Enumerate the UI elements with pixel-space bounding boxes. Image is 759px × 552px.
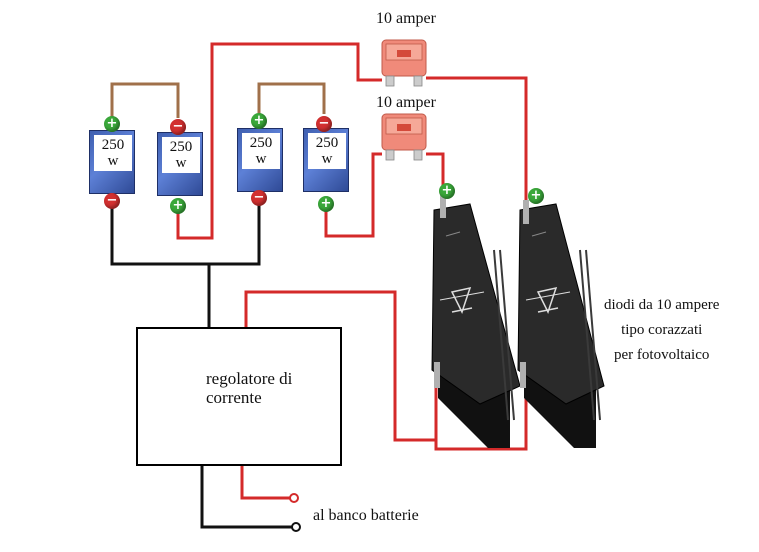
battery-positive-terminal [289, 493, 299, 503]
solar-panel-3-label: 250 w [242, 133, 280, 169]
solar-panel-1-power: 250 [101, 137, 125, 153]
jumper-wire-left-pair [110, 82, 180, 118]
diodes-caption-line-3: per fotovoltaico [614, 347, 710, 363]
panel-2-negative-terminal: − [170, 119, 186, 135]
panel-2-positive-terminal: + [170, 198, 186, 214]
fuse-1-label: 10 amper [376, 10, 436, 27]
solar-panel-2: 250 w [157, 132, 203, 196]
regulator-label-line-2: corrente [206, 388, 262, 407]
positive-wire-right-string-to-fuse-2 [324, 152, 382, 238]
diode-right-positive-terminal: + [528, 188, 544, 204]
battery-bank-label: al banco batterie [313, 507, 419, 524]
negative-wire-left-string [110, 205, 261, 266]
diode-output-to-regulator [244, 290, 436, 442]
diode-left-positive-terminal: + [439, 183, 455, 199]
diode-output-wire [434, 372, 528, 451]
panel-1-positive-terminal: + [104, 116, 120, 132]
negative-wire-to-battery [200, 466, 294, 529]
panel-4-positive-terminal: + [318, 196, 334, 212]
solar-panel-1-unit: w [107, 153, 119, 169]
regulator-label-line-1: regolatore di [206, 369, 293, 388]
solar-panel-3-power: 250 [249, 135, 273, 151]
diode-module-left [431, 192, 521, 448]
solar-panel-2-label: 250 w [162, 137, 200, 173]
diodes-caption-line-2: tipo corazzati [621, 322, 703, 338]
solar-panel-4-power: 250 [315, 135, 339, 151]
positive-wire-left-string-to-fuse-1 [176, 42, 382, 240]
solar-panel-3: 250 w [237, 128, 283, 192]
panel-3-positive-terminal: + [251, 113, 267, 129]
panel-1-negative-terminal: − [104, 193, 120, 209]
fuse-1 [381, 39, 427, 87]
solar-panel-2-power: 250 [169, 139, 193, 155]
wire-fuse-1-to-diode-right [426, 76, 528, 205]
fuse-2 [381, 113, 427, 161]
wire-fuse-2-to-diode-left [426, 152, 445, 192]
solar-panel-4-unit: w [321, 151, 333, 167]
solar-panel-4-label: 250 w [308, 133, 346, 169]
solar-panel-2-unit: w [175, 155, 187, 171]
diodes-caption-line-1: diodi da 10 ampere [604, 297, 720, 313]
jumper-wire-right-pair [257, 82, 326, 114]
panel-3-negative-terminal: − [251, 190, 267, 206]
positive-wire-to-battery [240, 466, 291, 500]
solar-panel-3-unit: w [255, 151, 267, 167]
solar-panel-1: 250 w [89, 130, 135, 194]
diodes-caption: diodi da 10 ampere tipo corazzati per fo… [604, 293, 719, 368]
solar-panel-4: 250 w [303, 128, 349, 192]
regulator-label: regolatore di corrente [206, 369, 292, 407]
battery-negative-terminal [291, 522, 301, 532]
current-regulator: regolatore di corrente [136, 327, 342, 466]
panel-4-negative-terminal: − [316, 116, 332, 132]
diode-module-right [517, 200, 605, 448]
fuse-2-label: 10 amper [376, 94, 436, 111]
solar-panel-1-label: 250 w [94, 135, 132, 171]
